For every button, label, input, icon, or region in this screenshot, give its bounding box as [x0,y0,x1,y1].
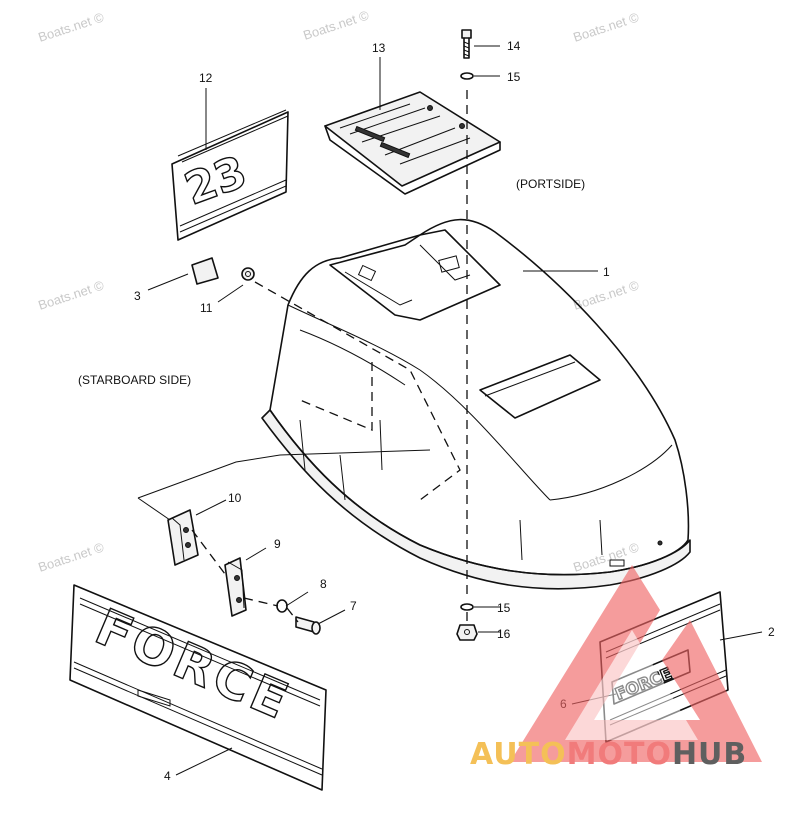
watermark: Boats.net © [301,7,371,42]
watermark: Boats.net © [36,9,106,44]
callout-8: 8 [320,577,327,591]
callout-16: 16 [497,627,511,641]
top-plate [324,91,501,195]
portside-label: (PORTSIDE) [516,177,585,191]
starboard-label: (STARBOARD SIDE) [78,373,191,387]
svg-text:AUTOMOTOHUB: AUTOMOTOHUB [470,737,747,772]
callout-3: 3 [134,289,141,303]
latch-bracket [167,509,199,566]
callout-10: 10 [228,491,242,505]
callout-7: 7 [350,599,357,613]
leader-lines [147,45,763,776]
watermark: Boats.net © [36,277,106,312]
callout-4: 4 [164,769,171,783]
watermark: Boats.net © [36,539,106,574]
latch-plate [224,557,247,617]
force-decal-large: FORCE [69,584,327,791]
assembly-lines [137,90,468,623]
callout-14: 14 [507,39,521,53]
callout-12: 12 [199,71,213,85]
logo-moto: MOTO [567,737,672,772]
bottom-nut [456,624,478,641]
latch-screw [295,616,321,635]
callout-13: 13 [372,41,386,55]
force-large-text: FORCE [87,598,299,732]
small-square-decal [191,257,219,285]
callout-15-bottom: 15 [497,601,511,615]
logo-auto: AUTO [470,737,567,772]
callout-9: 9 [274,537,281,551]
top-bolt [461,29,472,59]
callout-1: 1 [603,265,610,279]
latch-washer [276,599,288,613]
number-decal: 23 [171,109,289,241]
watermark: Boats.net © [571,9,641,44]
cowl-screw [241,267,255,281]
callout-2: 2 [768,625,775,639]
top-washer [460,72,474,80]
callout-11: 11 [200,301,213,315]
automotohub-logo: AUTOMOTOHUB [470,565,762,772]
logo-hub: HUB [672,737,747,772]
callout-15-top: 15 [507,70,521,84]
top-cowl [261,218,691,590]
bottom-washer [460,603,474,611]
